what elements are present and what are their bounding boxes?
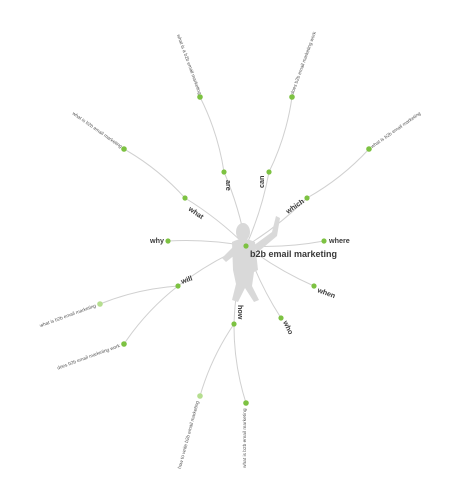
- leaf-node-4[interactable]: [97, 301, 103, 307]
- question-node-who[interactable]: [278, 315, 284, 321]
- nodes-layer: [97, 94, 372, 406]
- edge-leaf-6: [199, 323, 235, 397]
- leaf-label-7: what is b2b email marketing: [242, 408, 248, 468]
- question-node-why[interactable]: [165, 238, 171, 244]
- leaf-node-6[interactable]: [197, 393, 203, 399]
- leaf-label-6: how to write b2b email marketing: [177, 400, 201, 470]
- person-silhouette-icon: [222, 216, 280, 302]
- leaf-label-4: what is b2b email marketing: [39, 303, 97, 329]
- question-node-will[interactable]: [175, 283, 181, 289]
- edge-leaf-5: [123, 285, 179, 345]
- question-label-which: which: [283, 197, 306, 217]
- edge-leaf-4: [99, 285, 179, 305]
- leaf-node-3[interactable]: [366, 146, 372, 152]
- edge-leaf-2: [268, 96, 293, 173]
- question-node-where[interactable]: [321, 238, 327, 244]
- question-label-what: what: [186, 204, 206, 222]
- leaf-node-5[interactable]: [121, 341, 127, 347]
- leaf-node-2[interactable]: [289, 94, 295, 100]
- question-node-what[interactable]: [182, 195, 188, 201]
- question-label-will: will: [179, 273, 194, 286]
- question-node-can[interactable]: [266, 169, 272, 175]
- leaf-label-2: does b2b email marketing work: [290, 30, 319, 95]
- leaf-label-0: what is b2b email marketing: [71, 111, 123, 150]
- edge-center-can: [245, 171, 270, 247]
- question-label-when: when: [315, 285, 336, 300]
- edge-leaf-7: [233, 323, 247, 404]
- question-node-how[interactable]: [231, 321, 237, 327]
- question-label-are: are: [224, 180, 233, 191]
- edge-leaf-3: [306, 148, 370, 199]
- leaf-node-7[interactable]: [243, 400, 249, 406]
- center-node[interactable]: [243, 243, 249, 249]
- question-label-where: where: [328, 236, 350, 245]
- question-label-who: who: [281, 318, 296, 336]
- leaf-label-3: what is b2b email marketing: [370, 111, 422, 150]
- leaf-node-1[interactable]: [197, 94, 203, 100]
- question-label-how: how: [236, 305, 245, 320]
- leaf-node-0[interactable]: [121, 146, 127, 152]
- question-label-why: why: [149, 236, 164, 245]
- edge-leaf-0: [123, 148, 186, 199]
- question-node-are[interactable]: [221, 169, 227, 175]
- edge-leaf-1: [199, 96, 225, 173]
- leaf-label-5: does b2b email marketing work: [56, 343, 121, 372]
- question-node-when[interactable]: [311, 283, 317, 289]
- center-label: b2b email marketing: [250, 249, 337, 259]
- leaf-label-1: what is a b2b email marketing: [175, 34, 202, 96]
- question-label-can: can: [257, 176, 266, 188]
- question-node-which[interactable]: [304, 195, 310, 201]
